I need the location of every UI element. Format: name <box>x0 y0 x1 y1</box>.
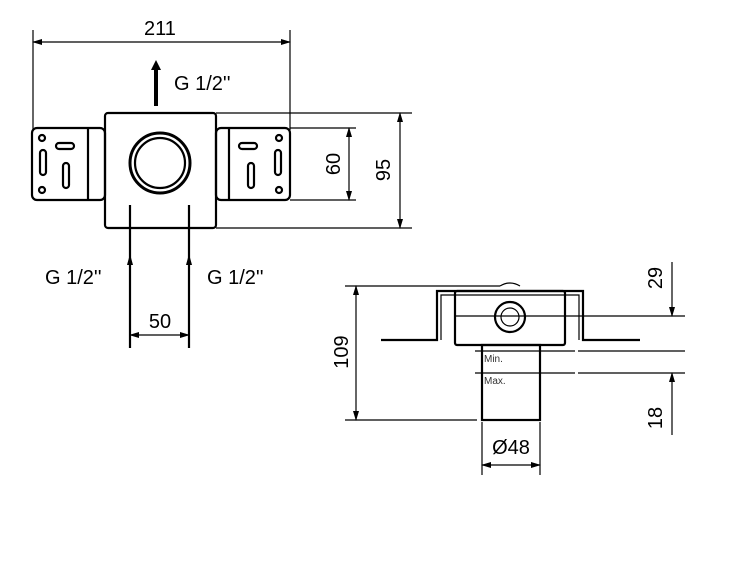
box-height-dim-label: 95 <box>373 159 395 181</box>
inlet-right-label: G 1/2'' <box>207 267 264 289</box>
bracket-height-dim-label: 60 <box>323 153 345 175</box>
side-view: Min. Max. 109 Ø48 29 18 <box>331 262 685 475</box>
diameter-dim-label: Ø48 <box>492 437 530 459</box>
front-view: 211 G 1/2'' G 1/2'' G 1/2'' 50 <box>30 18 412 348</box>
side-box <box>453 289 567 347</box>
inlet-top-label: G 1/2'' <box>174 73 231 95</box>
outlet-ring <box>128 131 192 195</box>
max-label: Max. <box>484 376 506 387</box>
top-dim-label: 29 <box>645 267 667 289</box>
central-box <box>103 111 218 230</box>
bottom-dim-label: 18 <box>645 407 667 429</box>
total-height-dim-label: 109 <box>331 335 353 368</box>
inlet-left-label: G 1/2'' <box>45 267 102 289</box>
pipe-spacing-dim-label: 50 <box>149 311 171 333</box>
width-dim-label: 211 <box>144 18 176 40</box>
outlet-tube <box>480 343 542 422</box>
min-label: Min. <box>484 354 503 365</box>
